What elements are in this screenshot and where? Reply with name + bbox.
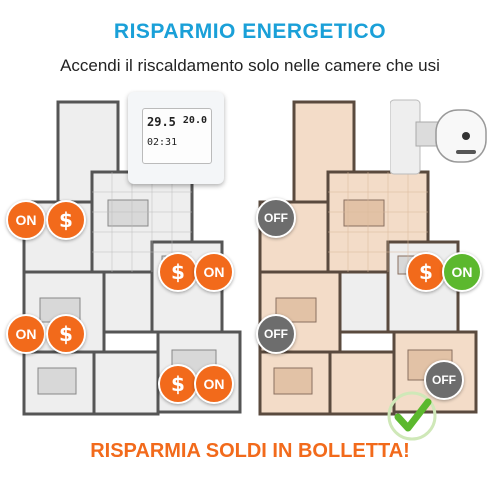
badge-off: OFF (256, 314, 296, 354)
badge-on: ON (6, 314, 46, 354)
badge-dollar: $ (46, 200, 86, 240)
badge-dollar: $ (158, 252, 198, 292)
thermostat-set-temp: 20.0 (182, 115, 207, 126)
page-subtitle: Accendi il riscaldamento solo nelle came… (60, 56, 440, 75)
badge-on: ON (194, 252, 234, 292)
badge-off: OFF (256, 198, 296, 238)
badge-on-active: ON (442, 252, 482, 292)
radiator-valve-icon (390, 94, 490, 180)
footer-slogan: RISPARMIA SOLDI IN BOLLETTA! (90, 440, 410, 462)
badge-on: ON (6, 200, 46, 240)
check-icon (386, 390, 438, 442)
badge-on: ON (194, 364, 234, 404)
thermostat-device: 29.5 20.0 02:31 (128, 92, 224, 184)
thermostat-screen: 29.5 20.0 02:31 (142, 108, 212, 164)
thermostat-current-temp: 29.5 (147, 115, 176, 129)
badge-off: OFF (424, 360, 464, 400)
badge-dollar: $ (158, 364, 198, 404)
page-title: RISPARMIO ENERGETICO (113, 20, 387, 43)
badge-dollar: $ (406, 252, 446, 292)
badge-dollar: $ (46, 314, 86, 354)
thermostat-time: 02:31 (147, 137, 178, 148)
